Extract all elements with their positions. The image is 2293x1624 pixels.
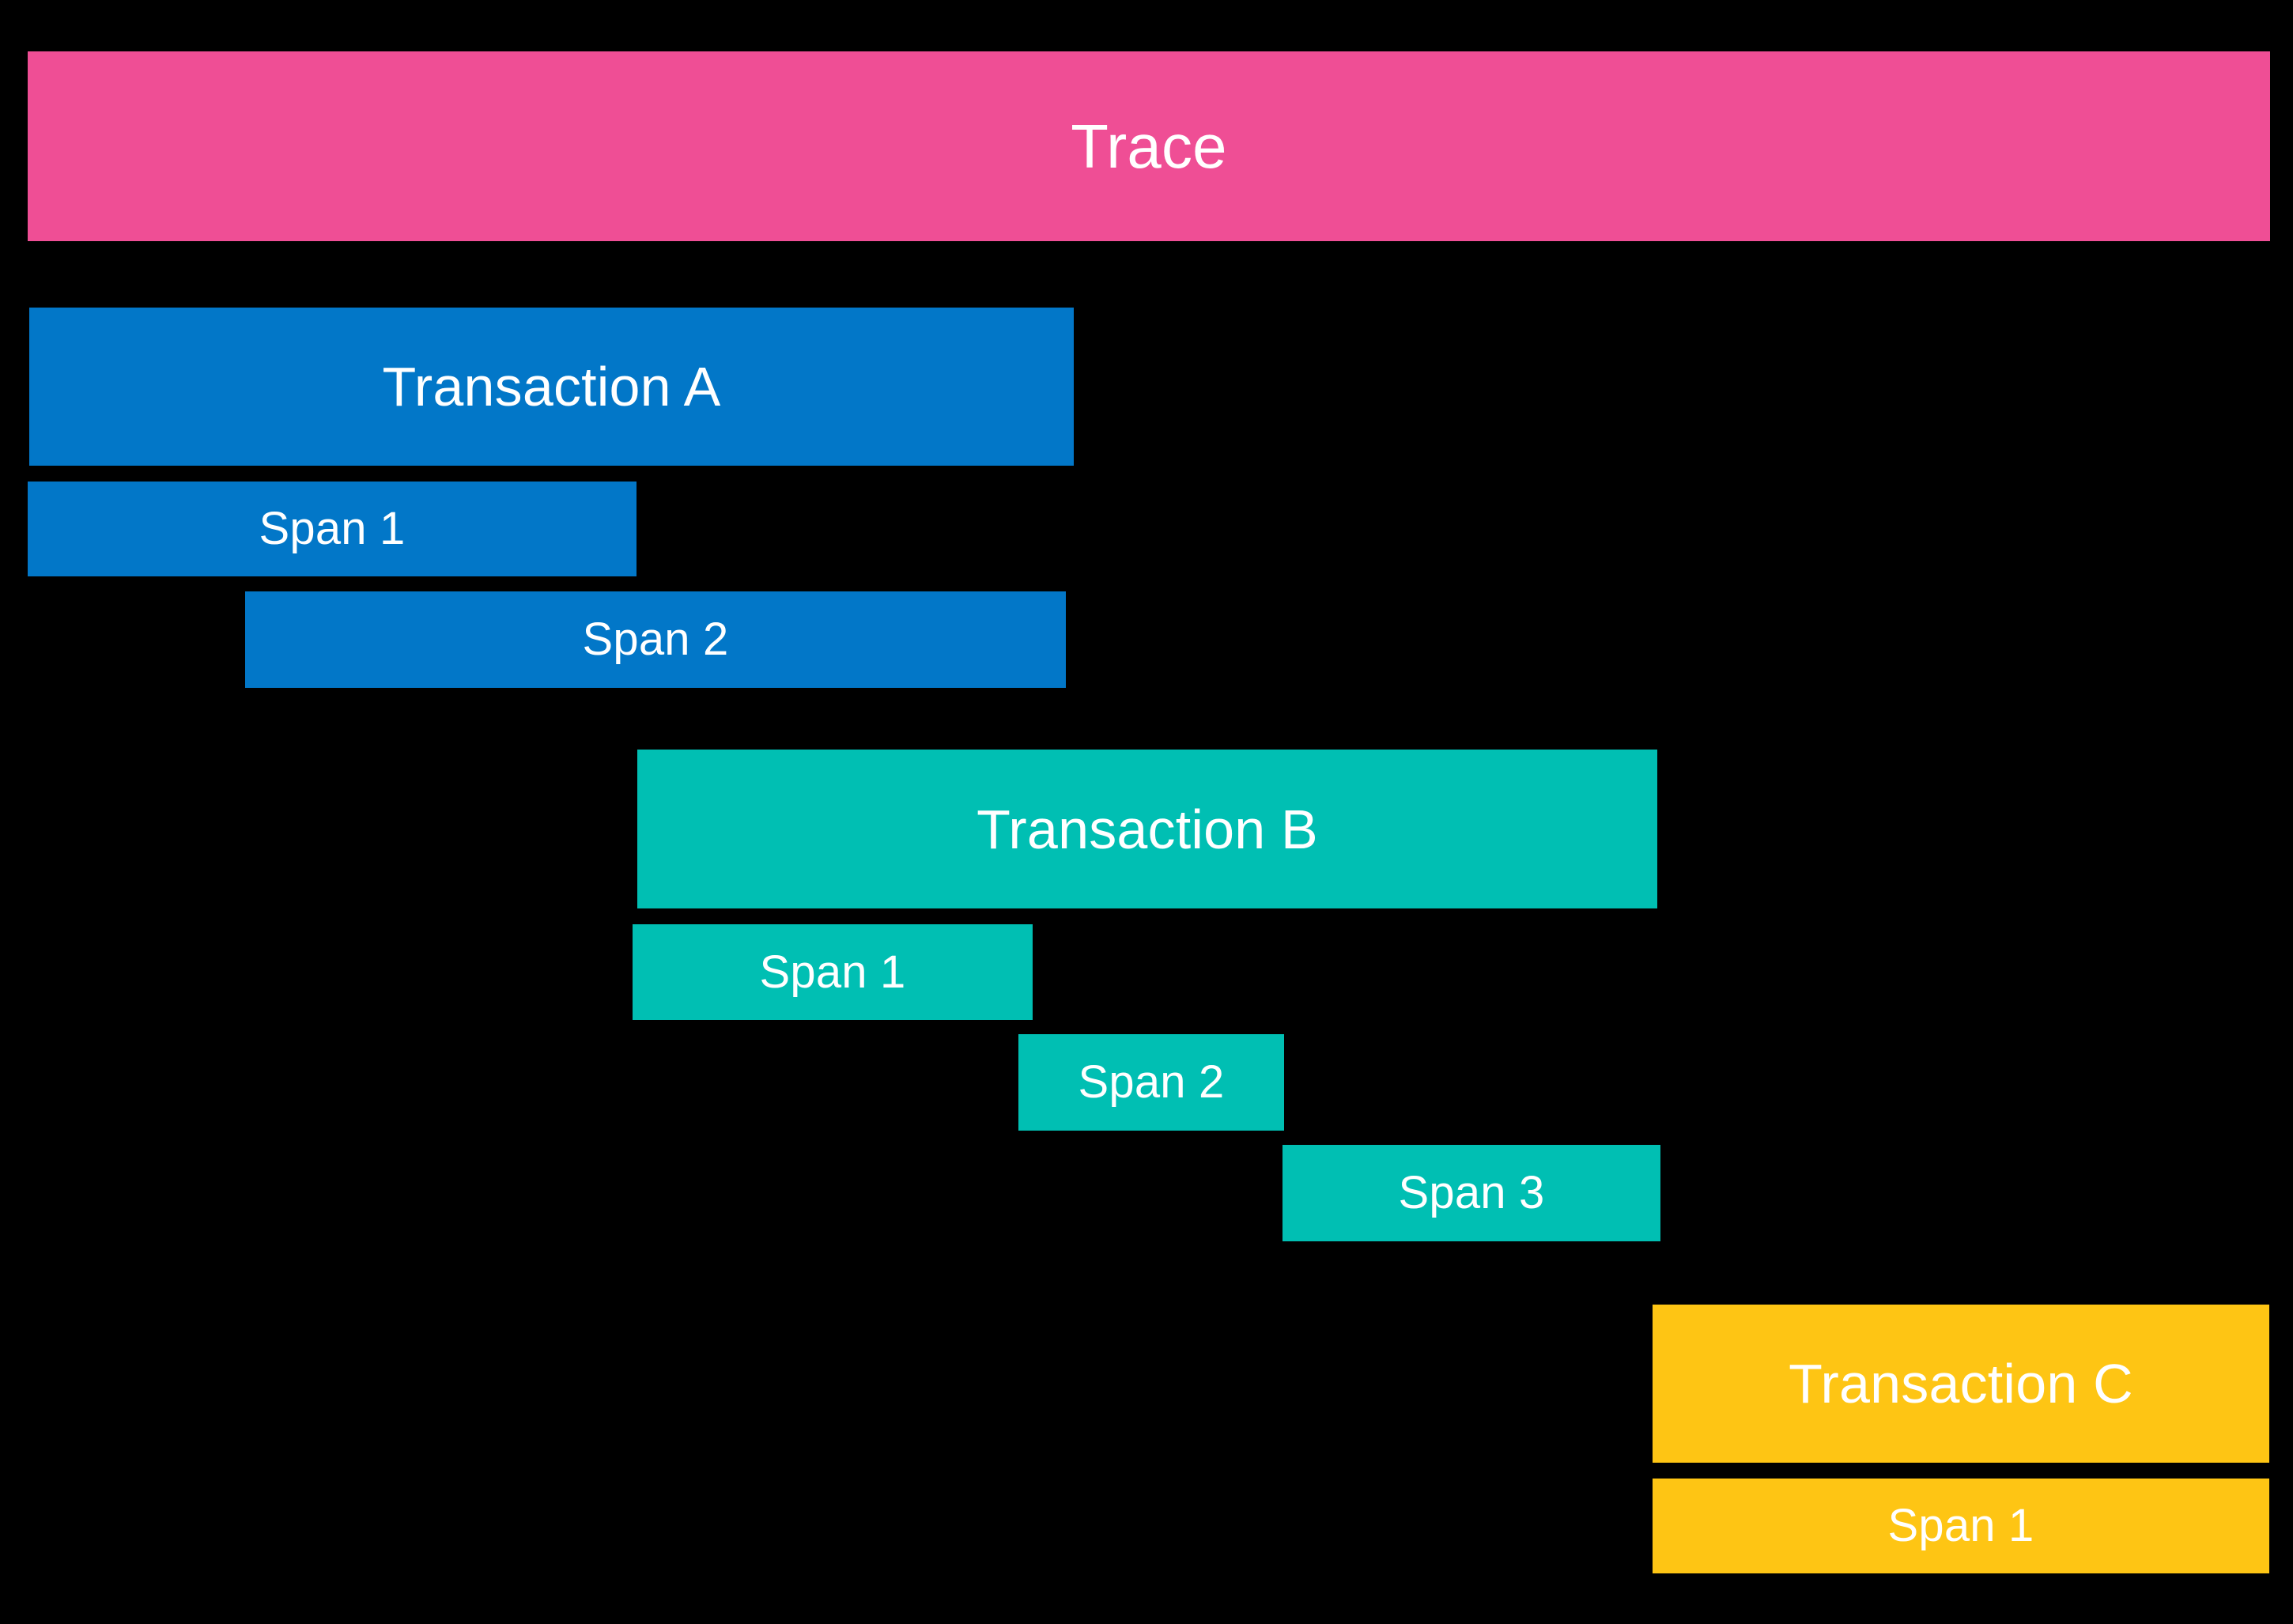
bar-transaction-a: Transaction A [29, 308, 1074, 466]
bar-transaction-b: Transaction B [637, 750, 1657, 908]
bar-transaction-b-span-3: Span 3 [1282, 1145, 1660, 1241]
bar-transaction-c: Transaction C [1653, 1305, 2269, 1463]
bar-trace: Trace [28, 51, 2270, 241]
transaction-a-span-1-label: Span 1 [259, 503, 406, 554]
bar-transaction-c-span-1: Span 1 [1653, 1479, 2269, 1573]
bar-transaction-a-span-1: Span 1 [28, 482, 637, 576]
trace-label: Trace [1071, 111, 1227, 181]
transaction-a-label: Transaction A [382, 356, 721, 417]
transaction-b-label: Transaction B [977, 798, 1318, 860]
bar-transaction-a-span-2: Span 2 [245, 591, 1066, 688]
transaction-c-span-1-label: Span 1 [1887, 1500, 2034, 1551]
transaction-b-span-2-label: Span 2 [1078, 1056, 1225, 1108]
bar-transaction-b-span-1: Span 1 [633, 924, 1033, 1020]
transaction-b-span-3-label: Span 3 [1398, 1167, 1545, 1218]
transaction-b-span-1-label: Span 1 [759, 946, 906, 998]
bar-transaction-b-span-2: Span 2 [1018, 1034, 1284, 1131]
transaction-c-label: Transaction C [1789, 1353, 2133, 1414]
transaction-a-span-2-label: Span 2 [582, 614, 729, 665]
